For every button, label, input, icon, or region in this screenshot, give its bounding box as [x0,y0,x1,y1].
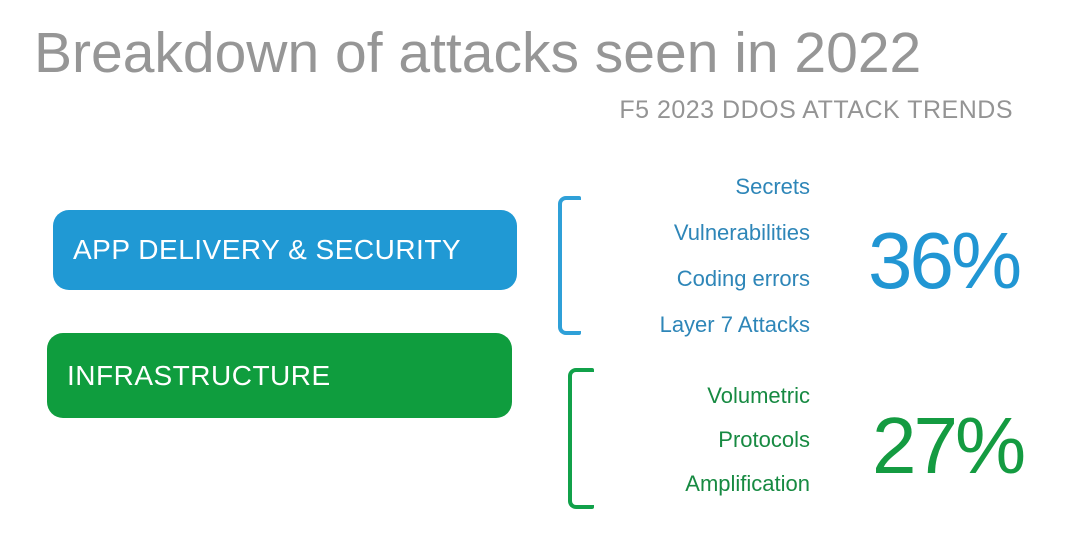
slide-title: Breakdown of attacks seen in 2022 [34,21,922,85]
attack-type-item: Vulnerabilities [673,220,810,245]
attack-type-item: Coding errors [676,266,810,291]
category-pill-infrastructure: INFRASTRUCTURE [47,333,512,418]
percent-infrastructure: 27% [872,401,1026,490]
attack-list-app-delivery-security: Secrets Vulnerabilities Coding errors La… [660,175,810,337]
attack-type-item: Protocols [718,427,810,452]
bracket-app-delivery-security [558,196,581,335]
category-pill-label: APP DELIVERY & SECURITY [73,234,462,265]
percent-app-delivery-security: 36% [868,216,1022,305]
bracket-infrastructure [568,368,594,509]
slide-subtitle: F5 2023 DDOS ATTACK TRENDS [619,96,1013,124]
attack-type-item: Volumetric [707,383,810,408]
attack-list-infrastructure: Volumetric Protocols Amplification [685,384,810,496]
attack-type-item: Secrets [735,174,810,199]
category-pill-app-delivery-security: APP DELIVERY & SECURITY [53,210,517,290]
attack-type-item: Layer 7 Attacks [659,312,810,337]
category-pill-label: INFRASTRUCTURE [67,359,331,391]
attack-type-item: Amplification [685,471,810,496]
